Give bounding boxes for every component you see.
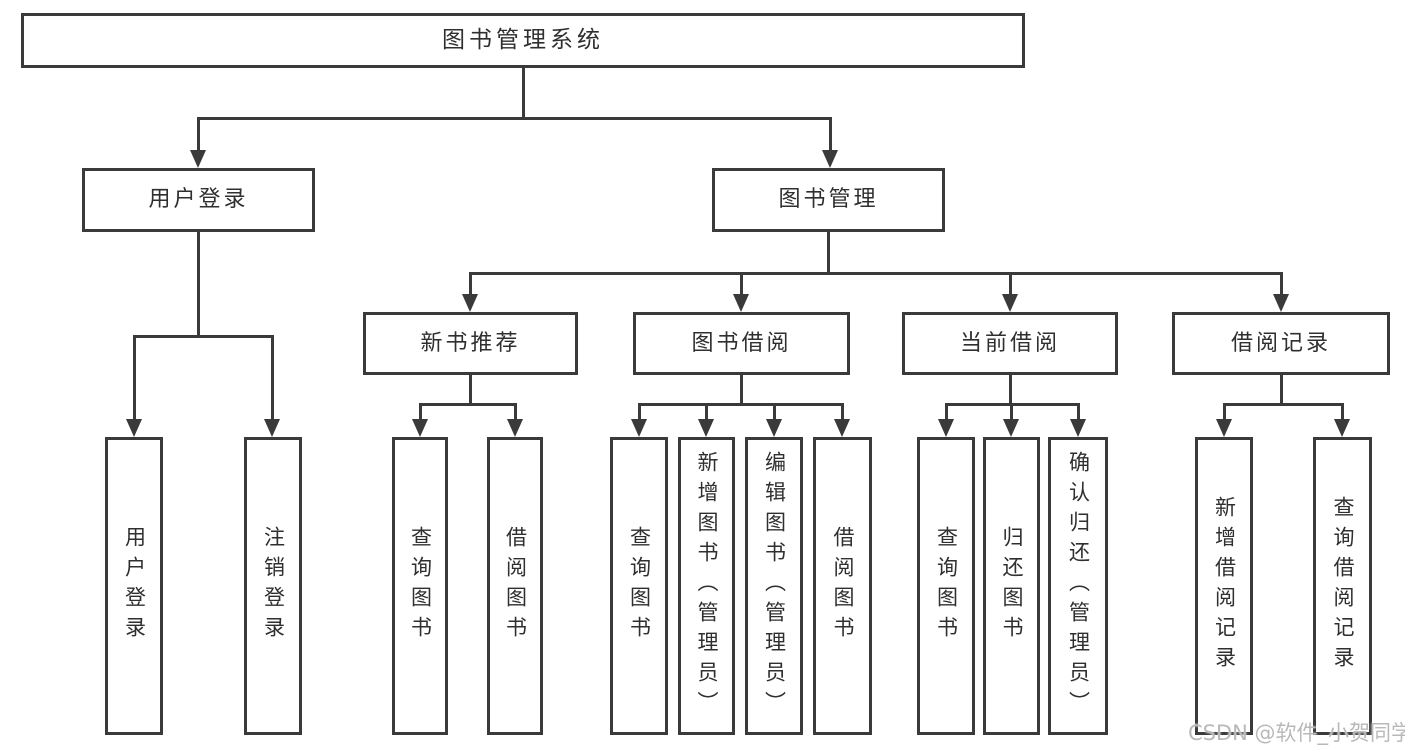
node-label: 图书管理系统: [442, 27, 604, 53]
node-book-management: 图书管理: [712, 168, 945, 232]
arrow-down-icon: [631, 419, 647, 437]
connector-level2-rail: [196, 117, 832, 120]
leaf-borrow-books-2: 借阅图书: [813, 437, 872, 735]
arrow-down-icon: [938, 419, 954, 437]
node-label: 借阅记录: [1230, 330, 1331, 356]
arrow-down-icon: [1070, 419, 1086, 437]
node-label: 确认归还（管理员）: [1066, 451, 1091, 721]
arrow-down-icon: [822, 150, 838, 168]
node-label: 查询借阅记录: [1331, 496, 1355, 676]
leaf-query-borrow-record: 查询借阅记录: [1313, 437, 1372, 735]
arrow-shaft: [772, 403, 776, 421]
connector-new-book-rail: [418, 403, 517, 406]
arrow-shaft: [1076, 403, 1080, 421]
connector-book-borrow-rail: [637, 403, 844, 406]
arrow-down-icon: [733, 294, 749, 312]
connector-root-stub: [521, 68, 525, 120]
arrow-shaft: [1009, 403, 1013, 421]
arrow-shaft: [944, 403, 948, 421]
connector-borrow-record-stub: [1279, 375, 1283, 406]
leaf-return-books: 归还图书: [983, 437, 1040, 735]
leaf-logout: 注销登录: [244, 437, 302, 735]
connector-borrow-record-rail: [1222, 403, 1344, 406]
node-label: 用户登录: [148, 187, 249, 212]
leaf-add-borrow-record: 新增借阅记录: [1195, 437, 1253, 735]
arrow-shaft: [840, 403, 844, 421]
node-borrowing-records: 借阅记录: [1172, 312, 1390, 375]
arrow-shaft: [739, 272, 743, 296]
connector-book-mgmt-stub: [826, 232, 830, 275]
node-label: 查询图书: [627, 526, 652, 646]
node-label: 新增图书（管理员）: [695, 451, 719, 721]
node-label: 编辑图书（管理员）: [762, 451, 787, 721]
node-book-borrowing: 图书借阅: [633, 312, 850, 375]
connector-level3-rail: [468, 272, 1283, 275]
arrow-shaft: [1222, 403, 1226, 421]
arrow-down-icon: [507, 419, 523, 437]
arrow-shaft: [828, 117, 832, 152]
node-label: 用户登录: [122, 526, 147, 646]
node-label: 新增借阅记录: [1212, 496, 1237, 676]
arrow-down-icon: [766, 419, 782, 437]
arrow-down-icon: [190, 150, 206, 168]
node-new-book-recommendation: 新书推荐: [363, 312, 578, 375]
arrow-shaft: [196, 117, 200, 152]
arrow-down-icon: [1334, 419, 1350, 437]
node-label: 查询图书: [934, 526, 959, 646]
arrow-down-icon: [126, 419, 142, 437]
node-label: 图书借阅: [691, 330, 792, 356]
arrow-down-icon: [698, 419, 714, 437]
arrow-shaft: [270, 335, 274, 421]
arrow-down-icon: [1003, 419, 1019, 437]
node-label: 借阅图书: [831, 526, 855, 646]
arrow-down-icon: [1273, 294, 1289, 312]
arrow-down-icon: [834, 419, 850, 437]
node-user-login: 用户登录: [82, 168, 315, 232]
leaf-borrow-books-1: 借阅图书: [487, 437, 543, 735]
leaf-add-books-admin: 新增图书（管理员）: [678, 437, 735, 735]
arrow-down-icon: [264, 419, 280, 437]
leaf-query-books-1: 查询图书: [392, 437, 448, 735]
arrow-shaft: [418, 403, 422, 421]
node-label: 当前借阅: [959, 330, 1060, 356]
leaf-query-books-3: 查询图书: [917, 437, 975, 735]
node-label: 图书管理: [778, 187, 879, 212]
node-current-borrowing: 当前借阅: [902, 312, 1118, 375]
node-library-management-system: 图书管理系统: [21, 13, 1025, 68]
node-label: 归还图书: [1000, 526, 1024, 646]
leaf-edit-books-admin: 编辑图书（管理员）: [745, 437, 803, 735]
arrow-down-icon: [462, 294, 478, 312]
connector-book-borrow-stub: [739, 375, 743, 406]
leaf-user-login: 用户登录: [105, 437, 163, 735]
arrow-shaft: [513, 403, 517, 421]
leaf-query-books-2: 查询图书: [610, 437, 668, 735]
connector-user-login-stub: [196, 232, 200, 338]
arrow-shaft: [704, 403, 708, 421]
arrow-down-icon: [1002, 294, 1018, 312]
connector-current-borrow-stub: [1008, 375, 1012, 406]
csdn-watermark: CSDN @软件_小贺同学: [1188, 721, 1405, 745]
node-label: 注销登录: [261, 526, 286, 646]
leaf-confirm-return-admin: 确认归还（管理员）: [1048, 437, 1108, 735]
arrow-shaft: [1340, 403, 1344, 421]
node-label: 借阅图书: [503, 526, 528, 646]
arrow-shaft: [132, 335, 136, 421]
arrow-down-icon: [412, 419, 428, 437]
arrow-shaft: [637, 403, 641, 421]
arrow-down-icon: [1216, 419, 1232, 437]
node-label: 查询图书: [408, 526, 433, 646]
connector-user-login-rail: [132, 335, 274, 338]
node-label: 新书推荐: [420, 330, 521, 356]
arrow-shaft: [468, 272, 472, 296]
connector-new-book-stub: [468, 375, 472, 406]
arrow-shaft: [1008, 272, 1012, 296]
arrow-shaft: [1279, 272, 1283, 296]
